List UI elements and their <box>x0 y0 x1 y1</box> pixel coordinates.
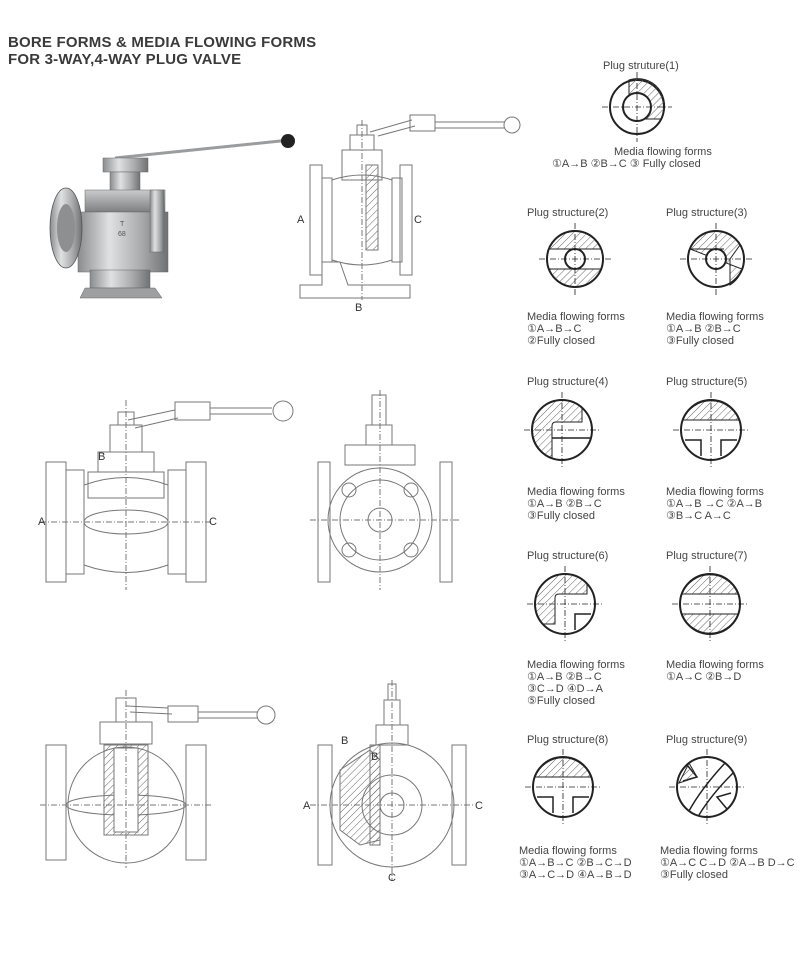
media-forms-4: Media flowing forms ①A→B ②B→C ③Fully clo… <box>527 486 625 522</box>
media-line: ①A→B ②B→C <box>666 323 741 335</box>
media-line: ①A→B →C ②A→B <box>666 498 763 510</box>
port-label-c-lower: C <box>388 872 396 884</box>
title-line-2: FOR 3-WAY,4-WAY PLUG VALVE <box>8 51 242 68</box>
title-line-1: BORE FORMS & MEDIA FLOWING FORMS <box>8 34 317 51</box>
media-line: ③Fully closed <box>527 510 595 522</box>
media-line: ③B→C A→C <box>666 510 731 522</box>
plug-diagram-4 <box>524 392 600 468</box>
media-line: ①A→C ②B→D <box>666 671 742 683</box>
plug-label-6: Plug structure(6) <box>527 550 609 562</box>
plug-label-5: Plug structure(5) <box>666 376 748 388</box>
media-line: ①A→C C→D ②A→B D→C <box>660 857 795 869</box>
port-label-a-mid: A <box>38 516 46 528</box>
media-forms-2: Media flowing forms ①A→B→C ②Fully closed <box>527 311 625 347</box>
media-line: ①A→B→C ②B→C→D <box>519 857 632 869</box>
media-forms-3: Media flowing forms ①A→B ②B→C ③Fully clo… <box>666 311 764 347</box>
plug-diagram-6 <box>527 566 603 642</box>
media-forms-5: Media flowing forms ①A→B →C ②A→B ③B→C A→… <box>666 486 764 522</box>
svg-text:T: T <box>120 221 125 228</box>
port-label-c-top: C <box>414 214 422 226</box>
page-title: BORE FORMS & MEDIA FLOWING FORMS FOR 3-W… <box>8 34 316 68</box>
valve-drawing-bottom-left <box>40 690 276 868</box>
media-forms-8: Media flowing forms ①A→B→C ②B→C→D ③A→C→D… <box>519 845 632 881</box>
plug-label-3: Plug structure(3) <box>666 207 748 219</box>
port-label-c-bottom: C <box>475 800 483 812</box>
plug-label-9: Plug structure(9) <box>666 734 748 746</box>
plug-diagram-9 <box>669 749 745 825</box>
media-line: ⑤Fully closed <box>527 695 595 707</box>
plug-diagram-5 <box>673 392 749 468</box>
plug-diagram-7 <box>672 566 748 642</box>
valve-drawing-bottom-right <box>310 680 474 880</box>
media-line: ③A→C→D ④A→B→D <box>519 869 632 881</box>
plug-label-8: Plug structure(8) <box>527 734 609 746</box>
media-line: ①A→B ②B→C ③ Fully closed <box>552 158 701 170</box>
valve-drawing-middle-left <box>40 400 294 590</box>
plug-label-7: Plug structure(7) <box>666 550 748 562</box>
valve-drawing-top <box>299 114 521 300</box>
media-line: ③Fully closed <box>666 335 734 347</box>
port-label-b-mid: B <box>98 451 106 463</box>
media-title: Media flowing forms <box>527 311 625 323</box>
media-forms-1-lines: ①A→B ②B→C ③ Fully closed <box>552 158 701 170</box>
media-title: Media flowing forms <box>660 845 758 857</box>
media-title: Media flowing forms <box>666 659 764 671</box>
media-forms-1: Media flowing forms <box>614 146 712 158</box>
media-title: Media flowing forms <box>666 486 764 498</box>
media-forms-7: Media flowing forms ①A→C ②B→D <box>666 659 764 683</box>
media-title: Media flowing forms <box>527 486 625 498</box>
media-line: ①A→B ②B→C <box>527 498 602 510</box>
media-title: Media flowing forms <box>614 146 712 158</box>
media-title: Media flowing forms <box>527 659 625 671</box>
media-forms-9: Media flowing forms ①A→C C→D ②A→B D→C ③F… <box>660 845 795 881</box>
plug-label-4: Plug structure(4) <box>527 376 609 388</box>
media-forms-6: Media flowing forms ①A→B ②B→C ③C→D ④D→A … <box>527 659 625 707</box>
media-line: ②Fully closed <box>527 335 595 347</box>
plug-diagram-3 <box>680 223 752 295</box>
plug-label-1: Plug struture(1) <box>603 60 679 72</box>
valve-drawing-middle-right <box>310 390 460 590</box>
plug-diagram-8 <box>525 749 601 825</box>
svg-text:68: 68 <box>118 231 126 238</box>
port-label-b-inner-bottom: B <box>371 751 379 763</box>
media-line: ③C→D ④D→A <box>527 683 603 695</box>
media-line: ①A→B→C <box>527 323 582 335</box>
valve-photo: T 68 <box>49 134 295 299</box>
port-label-b-bottom: B <box>341 735 349 747</box>
port-label-c-mid: C <box>209 516 217 528</box>
port-label-a-top: A <box>297 214 305 226</box>
plug-label-2: Plug structure(2) <box>527 207 609 219</box>
port-label-b-top: B <box>355 302 363 314</box>
plug-diagram-2 <box>539 223 611 295</box>
media-title: Media flowing forms <box>519 845 617 857</box>
media-title: Media flowing forms <box>666 311 764 323</box>
media-line: ①A→B ②B→C <box>527 671 602 683</box>
plug-diagram-1 <box>602 72 672 142</box>
media-line: ③Fully closed <box>660 869 728 881</box>
port-label-a-bottom: A <box>303 800 311 812</box>
